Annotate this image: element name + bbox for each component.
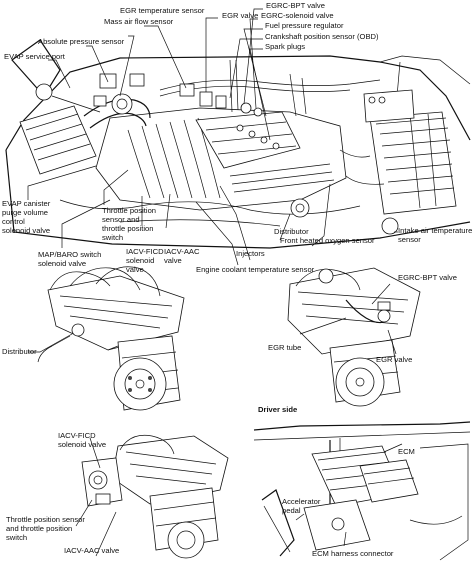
absolute-pressure-sensor-label: Absolute pressure sensor xyxy=(38,37,125,46)
evap-service-port-label: EVAP service port xyxy=(4,52,66,61)
evap-canister-label-line3: control xyxy=(2,217,25,226)
egrc-bpt-valve-label: EGRC-BPT valve xyxy=(266,1,325,10)
throttle-position-label-bottom-line1: Throttle position sensor xyxy=(6,515,85,524)
throttle-position-label-line1: Throttle position xyxy=(102,206,156,215)
egr-tube-label: EGR tube xyxy=(268,343,301,352)
throttle-view-labels: IACV-FICD solenoid valve Throttle positi… xyxy=(6,431,119,555)
fuel-pressure-regulator-label: Fuel pressure regulator xyxy=(265,21,344,30)
iacv-ficd-label-line1: IACV-FICD xyxy=(126,247,164,256)
iacv-aac-label-line2: valve xyxy=(164,256,182,265)
egrc-solenoid-valve-label: EGRC-solenoid valve xyxy=(261,11,334,20)
spark-plugs-label: Spark plugs xyxy=(265,42,305,51)
iacv-aac-label-line1: IACV-AAC xyxy=(164,247,200,256)
map-baro-label-line1: MAP/BARO switch xyxy=(38,250,101,259)
driver-side-label: Driver side xyxy=(258,405,297,414)
distributor-label-middle: Distributor xyxy=(2,347,37,356)
iacv-ficd-label-bottom-line2: solenoid valve xyxy=(58,440,106,449)
accelerator-pedal-label-line1: Accelerator xyxy=(282,497,321,506)
evap-canister-label-line4: solenoid valve xyxy=(2,226,50,235)
throttle-position-label-bottom-line3: switch xyxy=(6,533,27,542)
intake-air-temperature-label-line1: Intake air temperature xyxy=(398,226,472,235)
crankshaft-position-sensor-label: Crankshaft position sensor (OBD) xyxy=(265,32,379,41)
egr-engine-illustration xyxy=(287,267,421,407)
distributor-engine-illustration xyxy=(28,266,185,411)
egr-valve-label: EGR valve xyxy=(222,11,258,20)
top-view-labels: EGR temperature sensor Mass air flow sen… xyxy=(2,1,472,274)
iacv-ficd-label-line3: valve xyxy=(126,265,144,274)
accelerator-pedal-label-line2: pedal xyxy=(282,506,301,515)
iacv-ficd-label-bottom-line1: IACV-FICD xyxy=(58,431,96,440)
injectors-label: Injectors xyxy=(236,249,265,258)
iacv-aac-label-bottom: IACV-AAC valve xyxy=(64,546,119,555)
ecm-label: ECM xyxy=(398,447,415,456)
top-view-leader-lines xyxy=(27,8,398,266)
iacv-ficd-label-line2: solenoid xyxy=(126,256,154,265)
evap-canister-label-line2: purge volume xyxy=(2,208,48,217)
egrc-bpt-valve-label-middle: EGRC-BPT valve xyxy=(398,273,457,282)
egr-valve-label-middle: EGR valve xyxy=(376,355,412,364)
throttle-position-label-line2: sensor and xyxy=(102,215,140,224)
engine-bay-illustration xyxy=(5,39,471,249)
throttle-position-label-line3: throttle position xyxy=(102,224,154,233)
map-baro-label-line2: solenoid valve xyxy=(38,259,86,268)
intake-air-temperature-label-line2: sensor xyxy=(398,235,421,244)
throttle-position-label-bottom-line2: and throttle position xyxy=(6,524,72,533)
throttle-position-label-line4: switch xyxy=(102,233,123,242)
egr-view-labels: EGRC-BPT valve EGR tube EGR valve xyxy=(268,273,457,364)
evap-canister-label-line1: EVAP canister xyxy=(2,199,51,208)
engine-coolant-temperature-label: Engine coolant temperature sensor xyxy=(196,265,315,274)
egr-temperature-sensor-label: EGR temperature sensor xyxy=(120,6,205,15)
ecm-harness-connector-label: ECM harness connector xyxy=(312,549,394,558)
ecm-view-labels: ECM Accelerator pedal ECM harness connec… xyxy=(282,447,415,558)
front-heated-oxygen-sensor-label: Front heated oxygen sensor xyxy=(280,236,375,245)
distributor-label-top: Distributor xyxy=(274,227,309,236)
ecm-illustration xyxy=(253,421,471,561)
mass-air-flow-sensor-label: Mass air flow sensor xyxy=(104,17,174,26)
throttle-engine-illustration xyxy=(75,434,229,559)
